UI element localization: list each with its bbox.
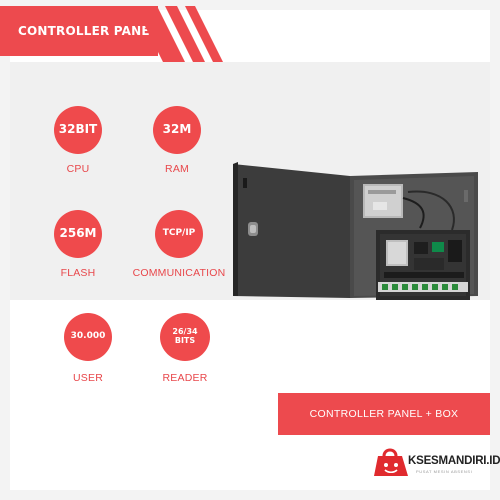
product-caption-bar: CONTROLLER PANEL + BOX xyxy=(278,393,490,435)
feature-communication-badge: TCP/IP xyxy=(155,210,203,258)
feature-user: 30.000 USER xyxy=(33,313,143,384)
product-caption: CONTROLLER PANEL + BOX xyxy=(309,408,459,420)
feature-cpu-badge: 32BIT xyxy=(54,106,102,154)
feature-ram: 32M RAM xyxy=(122,106,232,175)
feature-communication-value: TCP/IP xyxy=(162,228,196,239)
feature-flash-label: FLASH xyxy=(60,267,96,279)
brand-name: KSESMANDIRI.ID xyxy=(408,455,500,467)
feature-cpu-value: 32BIT xyxy=(58,122,98,137)
feature-communication-label: COMMUNICATION xyxy=(132,267,226,279)
feature-user-value: 30.000 xyxy=(70,331,106,342)
feature-cpu: 32BIT CPU xyxy=(23,106,133,175)
feature-communication: TCP/IP COMMUNICATION xyxy=(124,210,234,279)
brand-tagline: PUSAT MESIN ABSENSI xyxy=(416,469,473,474)
feature-ram-value: 32M xyxy=(162,122,192,137)
feature-reader-value: 26/34 BITS xyxy=(172,327,198,345)
header-title-bar: CONTROLLER PANEL xyxy=(0,6,158,56)
feature-flash-value: 256M xyxy=(59,226,97,241)
feature-user-badge: 30.000 xyxy=(64,313,112,361)
feature-flash: 256M FLASH xyxy=(23,210,133,279)
header-title: CONTROLLER PANEL xyxy=(18,24,158,38)
feature-flash-badge: 256M xyxy=(54,210,102,258)
feature-cpu-label: CPU xyxy=(66,163,90,175)
shopping-bag-icon xyxy=(374,448,408,476)
feature-ram-label: RAM xyxy=(165,163,189,175)
feature-reader: 26/34 BITS READER xyxy=(130,313,240,384)
brand-logo: KSESMANDIRI.ID PUSAT MESIN ABSENSI xyxy=(372,446,500,478)
feature-reader-label: READER xyxy=(162,372,208,384)
feature-reader-badge: 26/34 BITS xyxy=(160,313,210,361)
feature-ram-badge: 32M xyxy=(153,106,201,154)
controller-box-image xyxy=(233,162,478,300)
header-stripes-decoration xyxy=(135,6,223,62)
feature-user-label: USER xyxy=(73,372,103,384)
